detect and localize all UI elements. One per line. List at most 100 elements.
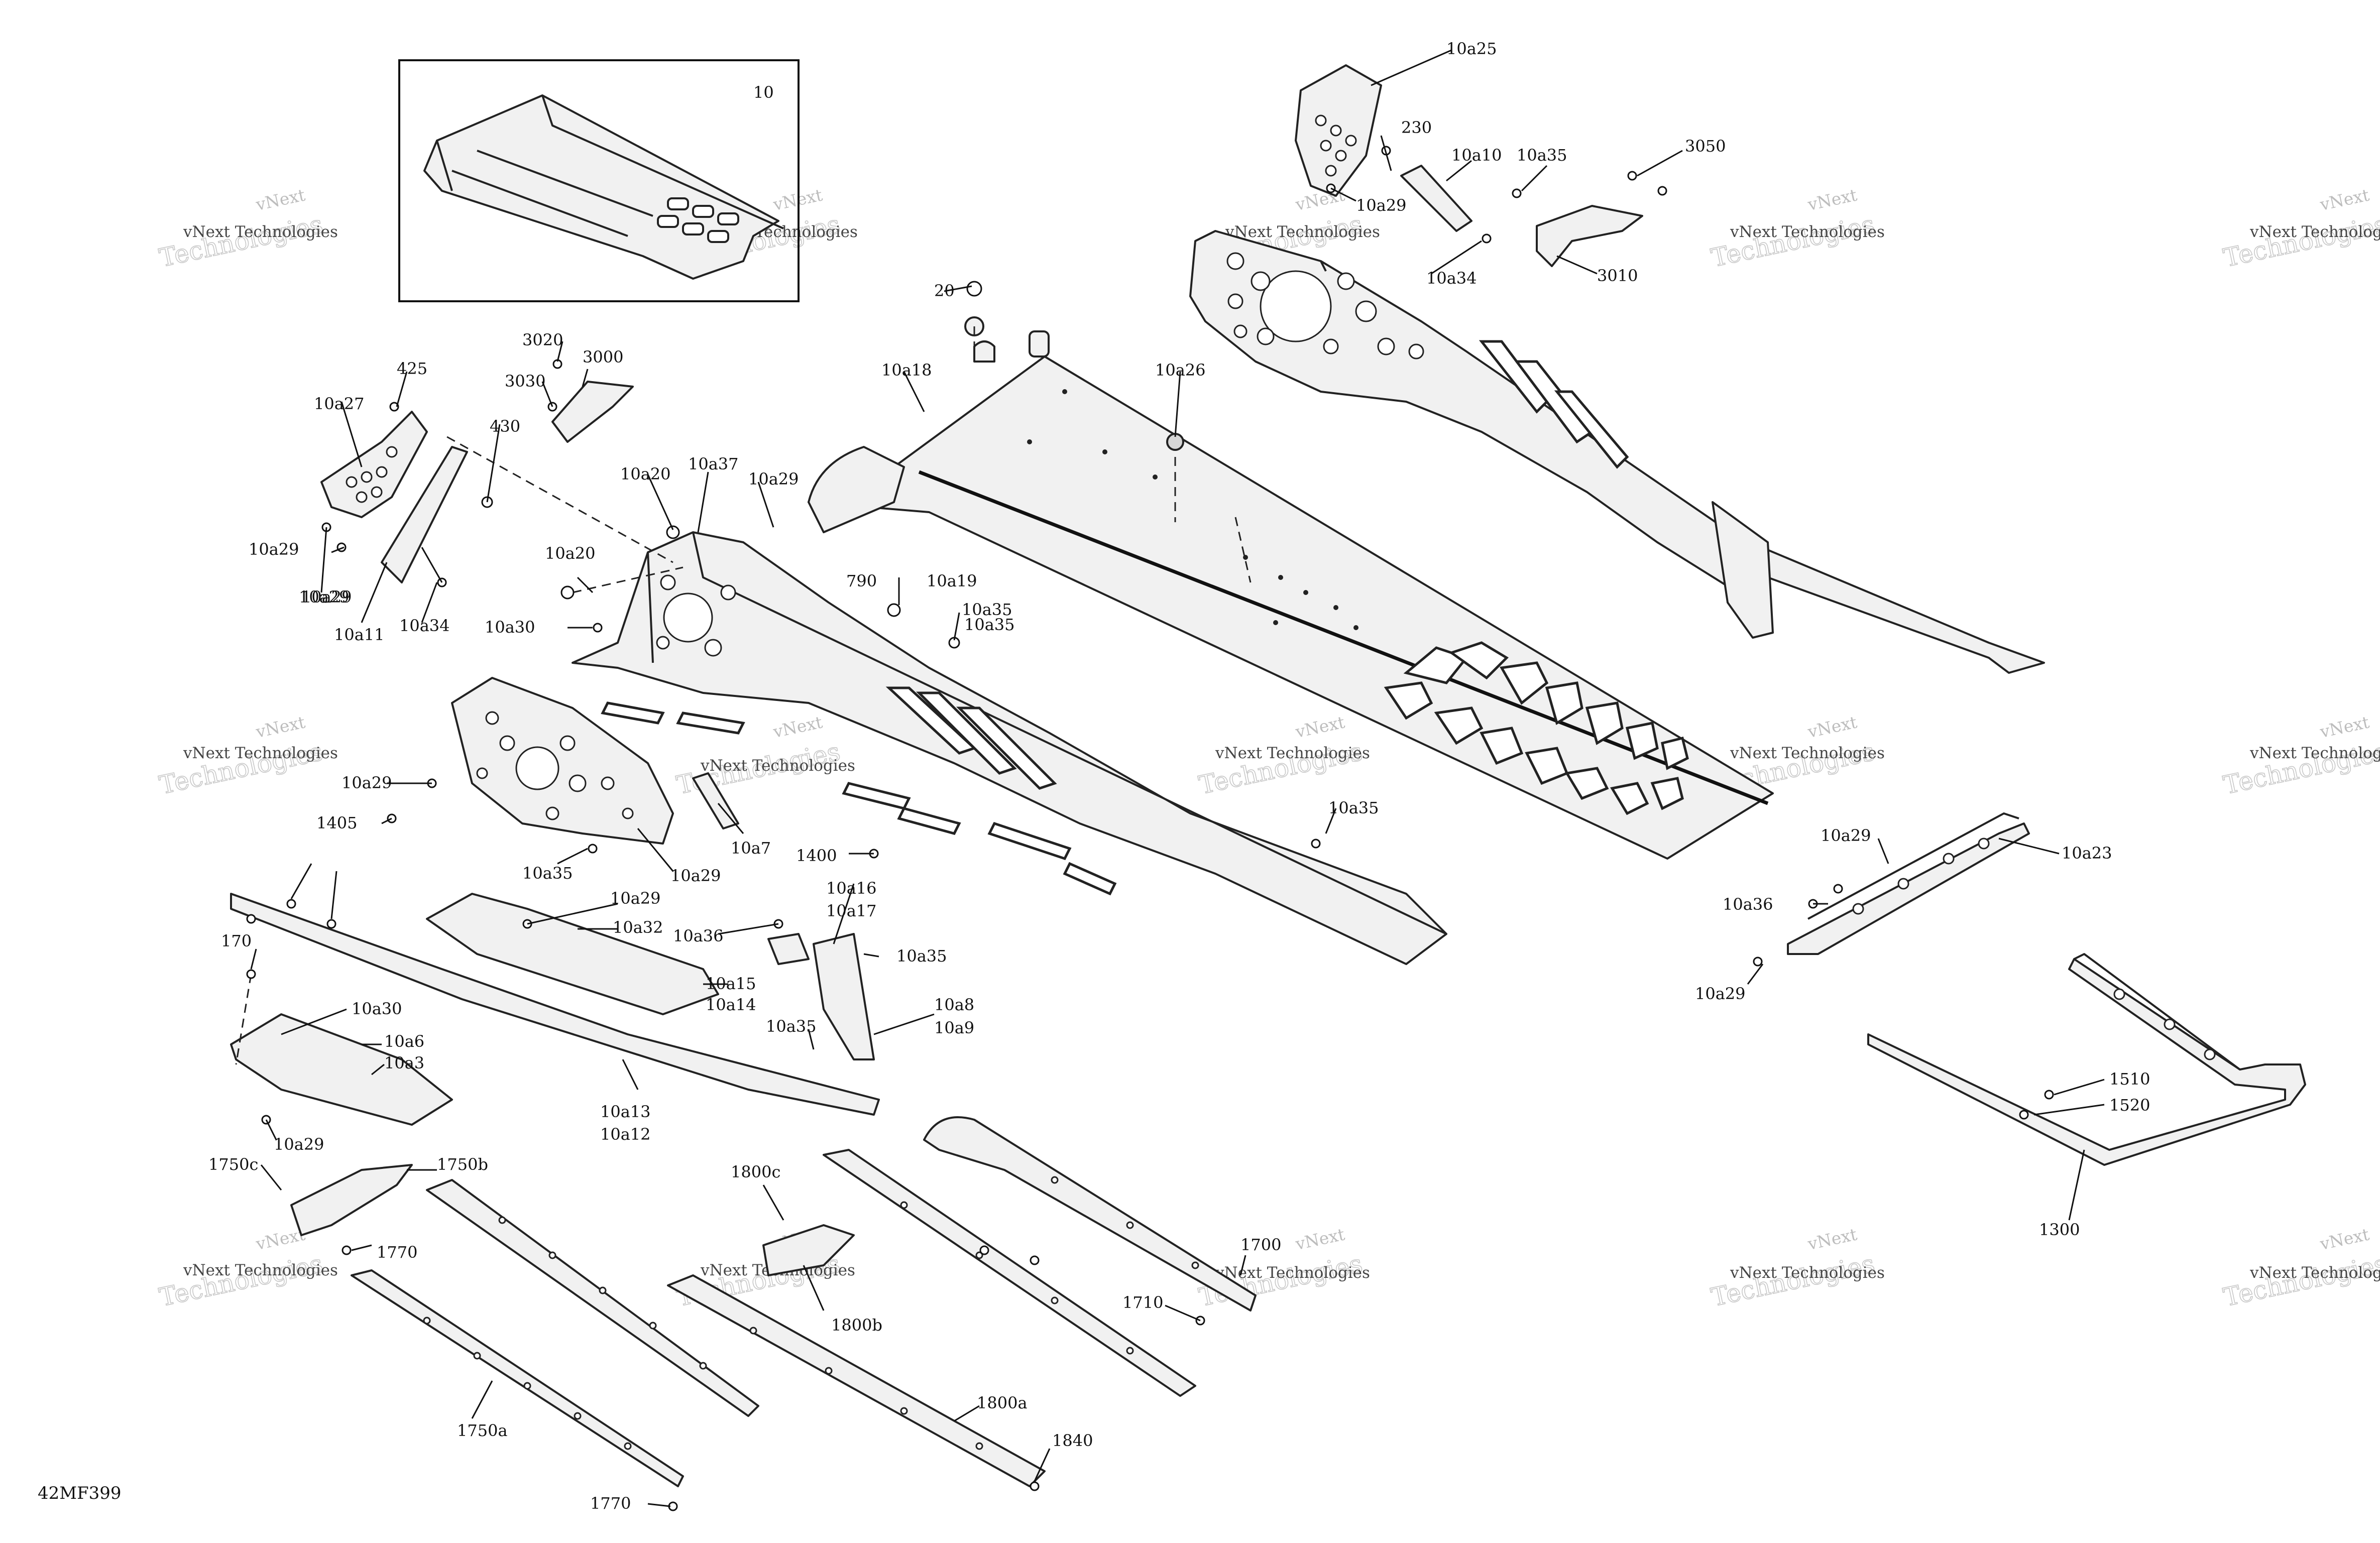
watermark-text: vNext: [1805, 1224, 1859, 1254]
reinforcement-plate: [451, 677, 674, 845]
callout-label: 10a29: [610, 889, 661, 908]
callout-label: 1770: [377, 1243, 417, 1262]
watermark-text: vNext Technologies: [183, 223, 338, 241]
callout-label: 1770: [590, 1494, 631, 1513]
callout-label: 10a29: [1695, 984, 1746, 1003]
callout-label: 10a29: [299, 587, 350, 607]
diagram-code: 42MF399: [38, 1483, 122, 1503]
callout-label: 10a19: [927, 571, 977, 590]
callout-label: 1800b: [831, 1316, 882, 1335]
watermark-text: vNext: [254, 185, 307, 214]
callout-label: 3000: [583, 347, 623, 367]
callout-label: 10a29: [342, 773, 392, 792]
callout-label: 230: [1401, 118, 1432, 137]
bumper: [1867, 953, 2306, 1166]
callout-label: 1840: [1052, 1431, 1093, 1450]
watermark-text: vNext Technologies: [2249, 223, 2380, 241]
inset-label: 10: [753, 83, 774, 102]
callout-label: 10a35: [962, 600, 1012, 619]
callout-label: 10a30: [352, 999, 402, 1018]
callout-label: 1800a: [977, 1393, 1028, 1412]
left-side-rail: [572, 531, 1447, 965]
callout-label: 20: [934, 281, 955, 300]
callout-label: 1800c: [731, 1162, 780, 1181]
callout-label: 1700: [1240, 1235, 1281, 1254]
watermark-text: vNext Technologies: [1225, 223, 1380, 241]
callout-label: 10a35: [1328, 798, 1379, 817]
rear-crossmember: [1787, 812, 2030, 955]
callout-label: 10a20: [545, 544, 596, 563]
callout-label: 10a29: [1356, 196, 1407, 215]
callout-label: 10a20: [620, 464, 671, 484]
callout-label: 1710: [1122, 1293, 1163, 1312]
callout-label: 10a8: [934, 995, 974, 1014]
callout-label: 10a25: [1446, 39, 1497, 58]
callout-label: 10a27: [314, 394, 365, 413]
watermark-text: vNext: [1805, 712, 1859, 742]
running-boards: [290, 1116, 1257, 1487]
watermark-text: vNext Technologies: [1215, 1264, 1370, 1282]
watermark-text: vNext: [771, 712, 824, 742]
front-bracket-left: [320, 381, 634, 583]
callout-label: 1520: [2109, 1096, 2150, 1115]
watermark-text: vNext: [254, 712, 307, 742]
callout-label: 790: [846, 571, 877, 590]
callout-label: 10a15: [706, 974, 756, 993]
callout-label: 10a7: [731, 839, 771, 858]
watermark-text: vNext: [2318, 1224, 2371, 1254]
callout-label: 1750c: [208, 1155, 258, 1174]
callout-label: 10a16: [826, 879, 877, 898]
callout-label: 10a29: [301, 587, 352, 607]
callout-label: 3020: [522, 330, 563, 349]
callout-label: 10a13: [600, 1102, 651, 1121]
callout-label: 10a29: [748, 469, 799, 489]
callout-label: 170: [221, 931, 252, 951]
callout-label: 10a32: [613, 918, 663, 937]
callout-label: 10a17: [826, 901, 877, 920]
callout-label: 10a10: [1451, 146, 1502, 165]
watermark-text: vNext Technologies: [700, 757, 855, 775]
callout-label: 10a23: [2062, 844, 2112, 863]
callout-label: 10a14: [706, 995, 756, 1014]
watermark-text: Technologies: [157, 1249, 325, 1313]
callout-label: 10a35: [1517, 146, 1567, 165]
callout-label: 10a29: [1821, 826, 1871, 845]
callout-label: 1400: [796, 846, 837, 865]
watermark-text: Technologies: [2221, 210, 2380, 273]
callout-label: 10a36: [673, 926, 724, 945]
watermark-text: Technologies: [157, 210, 325, 273]
watermark-text: vNext: [1805, 185, 1859, 214]
watermark-text: vNext Technologies: [2249, 1264, 2380, 1282]
callout-label: 425: [397, 359, 427, 378]
callout-label: 10a11: [334, 625, 385, 644]
callout-label: 1510: [2109, 1070, 2150, 1089]
watermark-text: Technologies: [1709, 210, 1877, 273]
watermark-text: vNext: [2318, 712, 2371, 742]
callout-label: 10a6: [384, 1032, 424, 1051]
leader-lines: [250, 49, 2105, 1507]
callout-label: 10a29: [274, 1135, 324, 1154]
callout-label: 3030: [505, 372, 545, 391]
callout-label: 430: [490, 417, 520, 436]
right-side-rail: [1189, 230, 2045, 674]
fasteners: [246, 146, 2054, 1511]
watermark-text: vNext: [1293, 712, 1346, 742]
callout-label: 10a29: [249, 540, 299, 559]
callout-label: 10a35: [766, 1017, 817, 1036]
inset-assembly: 10: [398, 59, 800, 302]
callout-label: 1750b: [437, 1155, 488, 1174]
callout-label: 10a35: [522, 864, 573, 883]
watermark-text: vNext Technologies: [183, 1261, 338, 1279]
callout-label: 10a3: [384, 1053, 424, 1073]
callout-label: 10a26: [1155, 361, 1206, 380]
rear-bracket-set: [1295, 64, 1643, 267]
callout-label: 10a35: [896, 946, 947, 966]
watermark-text: vNext Technologies: [183, 744, 338, 762]
assembly-lines: [235, 326, 1252, 1065]
callout-label: 1405: [316, 813, 357, 833]
callout-label: 3050: [1685, 137, 1726, 156]
callout-label: 10a18: [881, 361, 932, 380]
floor-panel: [808, 316, 1774, 860]
callout-label: 10a34: [399, 616, 450, 635]
